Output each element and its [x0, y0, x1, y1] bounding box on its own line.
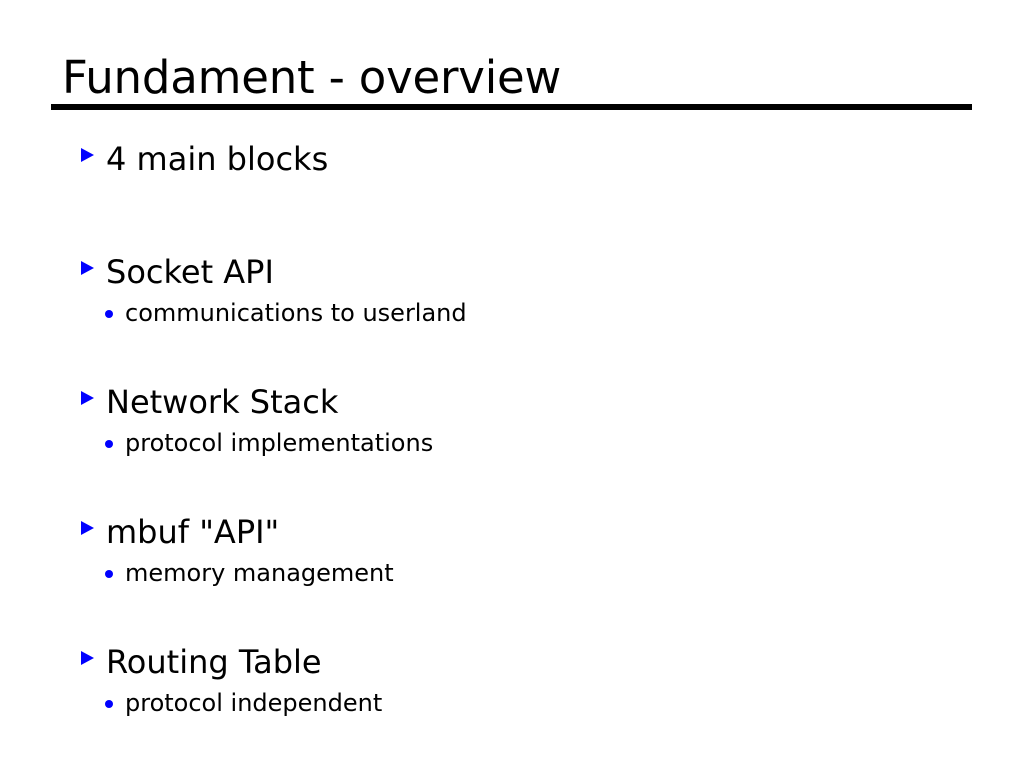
triangle-right-bullet-icon — [81, 651, 94, 665]
triangle-right-bullet-icon — [81, 521, 94, 535]
triangle-right-bullet-icon — [81, 148, 94, 162]
title-underline-rule — [51, 104, 972, 110]
bullet-label-level2: protocol independent — [125, 689, 383, 717]
bullet-label-level2: communications to userland — [125, 299, 467, 327]
dot-bullet-icon — [105, 570, 113, 578]
triangle-right-bullet-icon — [81, 261, 94, 275]
bullet-label-level1: Network Stack — [106, 383, 339, 421]
spacer — [0, 338, 1024, 383]
page-title: Fundament - overview — [62, 51, 562, 104]
spacer — [0, 468, 1024, 513]
dot-bullet-icon — [105, 700, 113, 708]
triangle-right-bullet-icon — [81, 391, 94, 405]
bullet-item-level2[interactable]: protocol implementations — [0, 428, 1024, 468]
bullet-label-level2: protocol implementations — [125, 429, 434, 457]
bullet-item-level2[interactable]: protocol independent — [0, 688, 1024, 728]
bullet-item-level1[interactable]: Routing Table — [0, 643, 1024, 688]
bullet-item-level2[interactable]: memory management — [0, 558, 1024, 598]
bullet-item-level2[interactable]: communications to userland — [0, 298, 1024, 338]
bullet-label-level2: memory management — [125, 559, 394, 587]
bullet-item-level1[interactable]: Socket API — [0, 253, 1024, 298]
bullet-item-level1[interactable]: Network Stack — [0, 383, 1024, 428]
dot-bullet-icon — [105, 440, 113, 448]
bullet-label-level1: mbuf "API" — [106, 513, 280, 551]
spacer — [0, 230, 1024, 253]
slide-body: 4 main blocks Socket API communications … — [0, 140, 1024, 728]
bullet-label-level1: Routing Table — [106, 643, 322, 681]
dot-bullet-icon — [105, 310, 113, 318]
spacer — [0, 185, 1024, 230]
bullet-item-level1[interactable]: mbuf "API" — [0, 513, 1024, 558]
bullet-label-level1: 4 main blocks — [106, 140, 329, 178]
bullet-item-level1[interactable]: 4 main blocks — [0, 140, 1024, 185]
spacer — [0, 598, 1024, 643]
bullet-label-level1: Socket API — [106, 253, 274, 291]
